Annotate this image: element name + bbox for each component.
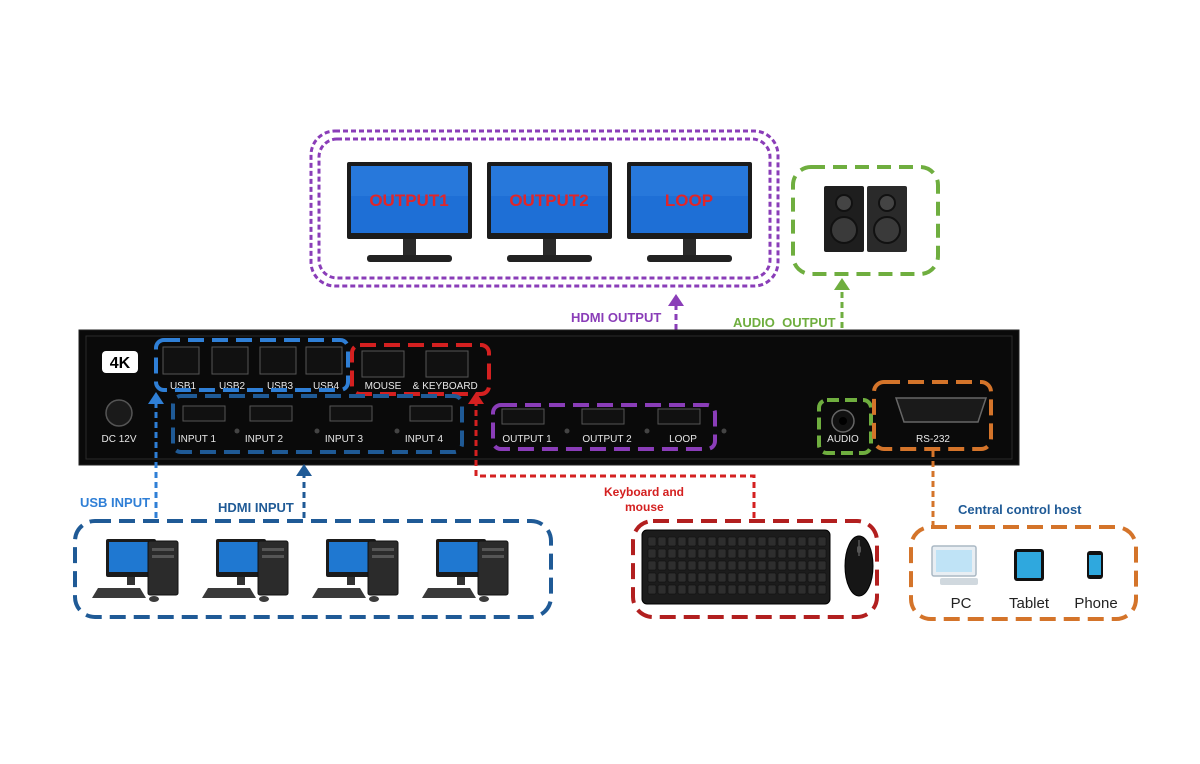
rs232-label: RS-232 [916, 434, 950, 445]
phone-icon [1087, 551, 1103, 579]
hdmi-input-label: HDMI INPUT [218, 500, 294, 515]
rs232-highlight-box [872, 380, 993, 451]
usb-port-label: USB3 [267, 381, 294, 392]
keyboard-mouse-label-1: Keyboard and [604, 485, 684, 499]
audio-port-label: AUDIO [827, 434, 859, 445]
power-jack [105, 399, 133, 427]
hdmi-input-label: INPUT 2 [245, 434, 284, 445]
4k-badge-text: 4K [110, 355, 131, 372]
audio-output-box [791, 165, 940, 276]
desktop-computer-icon [422, 539, 509, 602]
hdmi-output-group: OUTPUT1 OUTPUT2 LOOP [309, 129, 780, 288]
computers-box [73, 519, 553, 619]
desktop-computer-icon [92, 539, 179, 602]
4k-badge [102, 351, 138, 373]
hdmi-output-port [581, 408, 625, 425]
power-label: DC 12V [101, 434, 136, 445]
usb-port-label: USB1 [170, 381, 197, 392]
monitor-label: OUTPUT2 [509, 191, 588, 210]
keyboard-mouse-label-2: mouse [625, 500, 664, 514]
hdmi-output-highlight-box [491, 403, 717, 451]
hdmi-input-port [409, 405, 453, 422]
monitor: LOOP [627, 162, 752, 262]
hdmi-input-arrow [296, 464, 312, 518]
audio-highlight-box [817, 398, 873, 455]
hdmi-input-label: INPUT 1 [178, 434, 217, 445]
central-control-box [909, 525, 1138, 621]
computers [92, 539, 509, 602]
pc-icon [931, 545, 978, 585]
computers-group [73, 519, 553, 619]
speaker-icon [824, 186, 907, 252]
hdmi-input-label: INPUT 4 [405, 434, 444, 445]
usb-highlight-box [154, 338, 350, 392]
desktop-computer-icon [312, 539, 399, 602]
usb-port [259, 346, 297, 375]
tablet-label: Tablet [1009, 595, 1050, 612]
hdmi-output-label: OUTPUT 1 [502, 434, 552, 445]
hdmi-input-port [249, 405, 293, 422]
usb-port [305, 346, 343, 375]
monitor: OUTPUT1 [347, 162, 472, 262]
amp-label: & [413, 381, 420, 392]
usb-input-label: USB INPUT [80, 495, 150, 510]
usb-ports: USB1 USB2 USB3 USB4 [162, 346, 343, 392]
usb-port [211, 346, 249, 375]
hdmi-output-label: LOOP [669, 434, 697, 445]
hdmi-input-port [182, 405, 226, 422]
usb-port [162, 346, 200, 375]
hdmi-output-box-outer [309, 129, 780, 288]
central-control-label: Central control host [958, 502, 1082, 517]
audio-output-group [791, 165, 940, 276]
usb-input-arrow [148, 392, 164, 518]
rs232-port [894, 397, 988, 423]
mouse-icon [844, 535, 874, 597]
monitor-label: OUTPUT1 [369, 191, 448, 210]
usb-port-label: USB4 [313, 381, 340, 392]
hdmi-input-label: INPUT 3 [325, 434, 364, 445]
mouse-keyboard-ports: MOUSE & KEYBOARD [361, 350, 478, 392]
keyboard-highlight-box [350, 343, 491, 396]
keyboard-arrow [468, 392, 756, 518]
keyboard-icon [641, 529, 831, 605]
monitor: OUTPUT2 [487, 162, 612, 262]
central-control-group: PC Tablet Phone [909, 525, 1138, 621]
hdmi-output-port [501, 408, 545, 425]
hdmi-output-port [657, 408, 701, 425]
monitors: OUTPUT1 OUTPUT2 LOOP [347, 162, 752, 262]
pc-label: PC [951, 595, 972, 612]
hdmi-output-label: HDMI OUTPUT [571, 310, 661, 325]
desktop-computer-icon [202, 539, 289, 602]
hdmi-output-label: OUTPUT 2 [582, 434, 632, 445]
usb-port-label: USB2 [219, 381, 246, 392]
phone-label: Phone [1074, 595, 1117, 612]
hdmi-output-box-inner [317, 137, 772, 280]
keyboard-mouse-box [631, 519, 879, 619]
hdmi-output-ports: OUTPUT 1 OUTPUT 2 LOOP [501, 408, 727, 445]
audio-output-label: AUDIO OUTPUT [733, 315, 836, 330]
hdmi-input-port [329, 405, 373, 422]
monitor-label: LOOP [665, 191, 713, 210]
tablet-icon [1014, 549, 1044, 581]
keyboard-mouse-group [631, 519, 879, 619]
keyboard-label: KEYBOARD [422, 381, 478, 392]
mouse-label: MOUSE [365, 381, 402, 392]
hdmi-input-ports: INPUT 1 INPUT 2 INPUT 3 INPUT 4 [178, 405, 453, 445]
